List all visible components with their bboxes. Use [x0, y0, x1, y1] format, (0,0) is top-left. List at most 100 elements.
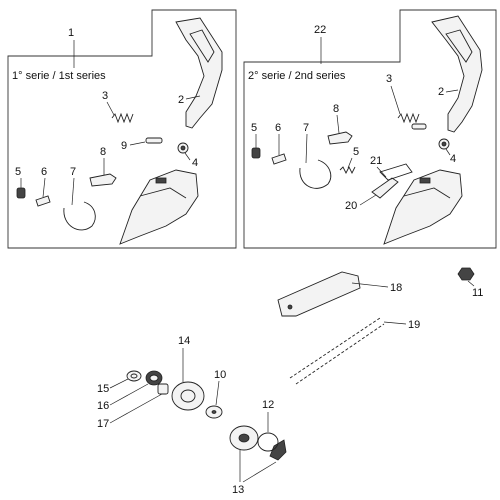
label-2-2nd: 2: [438, 86, 444, 98]
brake-band-part: [63, 201, 96, 231]
leader-18: [351, 282, 389, 288]
leader-4-2nd: [445, 148, 451, 156]
clutch-drum-inner: [180, 389, 196, 403]
panel-first-series-title: 1° serie / 1st series: [12, 70, 106, 82]
leader-5b-2nd: [347, 157, 353, 169]
label-21-2nd: 21: [370, 155, 382, 167]
label-7: 7: [70, 166, 76, 178]
leader-3: [106, 101, 115, 116]
label-4: 4: [192, 157, 198, 169]
label-13: 13: [232, 484, 244, 496]
bearing-hole: [149, 374, 159, 382]
label-3-2nd: 3: [386, 73, 392, 85]
chain-part: [289, 317, 381, 379]
label-4-2nd: 4: [450, 153, 456, 165]
label-11: 11: [472, 287, 483, 299]
screw-part-2nd: [251, 147, 261, 159]
label-8-2nd: 8: [333, 103, 339, 115]
hand-guard-slot: [189, 29, 215, 63]
spring-part-2nd: [397, 112, 420, 124]
label-20-2nd: 20: [345, 200, 357, 212]
clutch-drum-part: [171, 381, 205, 411]
label-19: 19: [408, 319, 420, 331]
side-cover-logo: [155, 177, 167, 184]
label-15: 15: [97, 383, 109, 395]
label-12: 12: [262, 399, 274, 411]
panel-first-series-frame: [7, 9, 237, 249]
clip-part: [35, 195, 51, 207]
clip-part-2nd: [271, 153, 287, 165]
small-spring-part-2nd: [339, 165, 356, 175]
leader-19: [383, 321, 407, 325]
label-16: 16: [97, 400, 109, 412]
callout-22: 22: [314, 24, 326, 36]
leader-4: [184, 152, 191, 161]
screw-part: [16, 187, 26, 199]
panel-second-series-title: 2° serie / 2nd series: [248, 70, 346, 82]
spring-clip-hole: [180, 145, 186, 151]
label-17: 17: [97, 418, 109, 430]
leader-11: [467, 280, 475, 287]
pin-part: [145, 137, 163, 144]
label-18: 18: [390, 282, 402, 294]
thrust-washer-hole: [211, 410, 217, 414]
label-14: 14: [178, 335, 190, 347]
brake-band-part-2nd: [299, 159, 332, 189]
panel-first-series: 1° serie / 1st series 1 2 3 9 4 8 5 6: [7, 9, 237, 249]
leader-16: [109, 383, 149, 406]
chain-part-lower: [295, 323, 385, 385]
leader-9: [129, 141, 146, 146]
hand-guard-slot-2nd: [445, 29, 473, 63]
side-cover-logo-2nd: [419, 177, 431, 184]
leader-7-2nd: [305, 133, 308, 164]
label-10: 10: [214, 369, 226, 381]
hand-guard-part: [175, 17, 223, 129]
nut-part: [457, 267, 475, 281]
label-6: 6: [41, 166, 47, 178]
callout-1: 1: [68, 27, 74, 39]
leader-8-2nd: [336, 114, 340, 134]
label-9: 9: [121, 140, 127, 152]
link-part-2nd: [371, 177, 399, 199]
guide-bar-part: [277, 271, 361, 317]
lever-part: [89, 173, 117, 187]
hand-guard-part-2nd: [431, 15, 483, 133]
leader-13b: [242, 461, 277, 483]
leader-7: [71, 177, 75, 206]
lever-part-2nd: [327, 131, 353, 145]
leader-10: [215, 380, 220, 406]
label-5-2nd: 5: [251, 122, 257, 134]
panel-second-series: 2° serie / 2nd series 22 2 3 4 5 6 7: [243, 9, 497, 249]
side-cover-rib-2nd: [403, 187, 451, 199]
pin-part-2nd: [411, 123, 427, 130]
leader-21-2nd: [376, 166, 387, 178]
leader-17: [109, 393, 163, 424]
clutch-spring-part: [257, 432, 279, 452]
label-8: 8: [100, 146, 106, 158]
spring-clip-hole-2nd: [441, 141, 447, 147]
label-2: 2: [178, 94, 184, 106]
washer-hole: [130, 373, 138, 379]
guide-bar-hole: [287, 304, 293, 310]
leader-15: [109, 378, 129, 389]
leader-2: [185, 95, 201, 100]
leader-3-2nd: [390, 85, 401, 115]
side-cover-part-2nd: [383, 169, 463, 245]
label-6-2nd: 6: [275, 122, 281, 134]
leader-2-2nd: [445, 89, 459, 93]
leader-6: [42, 177, 46, 198]
spring-part: [111, 112, 134, 124]
needle-cage-part: [157, 383, 169, 395]
washer-part: [126, 370, 142, 382]
label-7-2nd: 7: [303, 122, 309, 134]
leader-20-2nd: [359, 194, 377, 206]
side-cover-part: [119, 169, 199, 245]
link-bracket-2nd: [379, 163, 413, 181]
side-cover-rib: [139, 187, 187, 199]
label-5: 5: [15, 166, 21, 178]
panel-second-series-frame: [243, 9, 497, 249]
clutch-hub: [238, 433, 250, 443]
clutch-tool-part: [269, 439, 287, 461]
label-3: 3: [102, 90, 108, 102]
